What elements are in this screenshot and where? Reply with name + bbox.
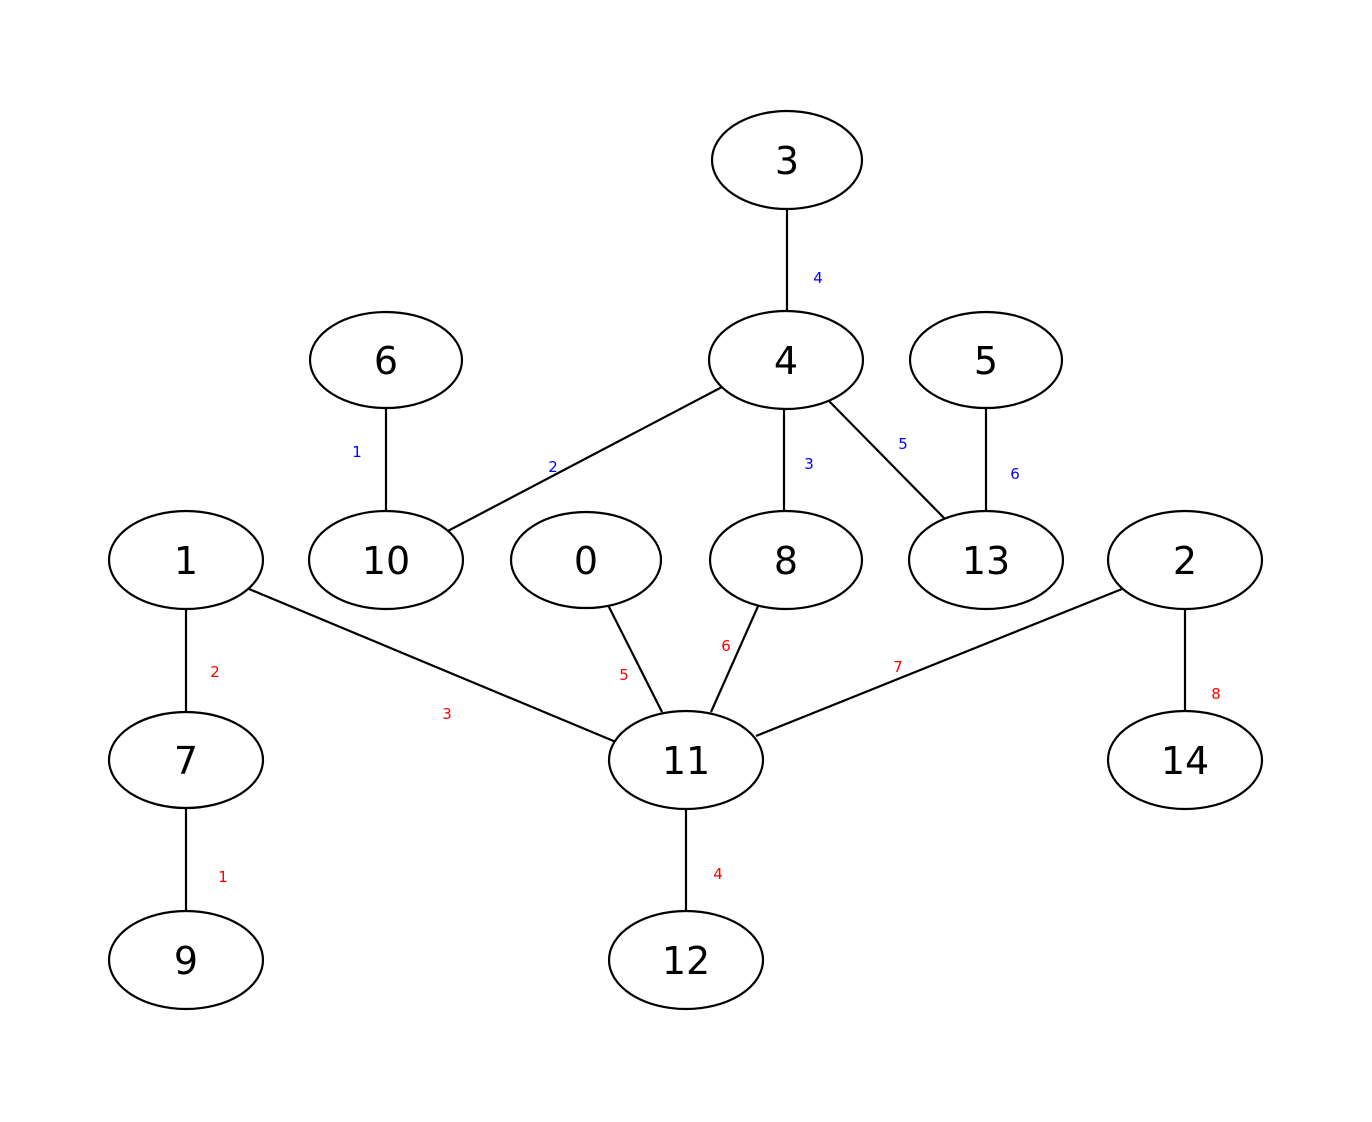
- node-ellipse[interactable]: [308, 310, 464, 410]
- node-label: 9: [174, 939, 198, 983]
- node-ellipse[interactable]: [908, 310, 1064, 410]
- edge-weight-label: 4: [713, 865, 723, 883]
- node-ellipse[interactable]: [708, 509, 864, 611]
- graph-node[interactable]: 13: [907, 509, 1065, 611]
- graph-edge: [755, 587, 1123, 738]
- graph-node[interactable]: 3: [710, 109, 864, 211]
- edge-weight-label: 3: [804, 455, 814, 473]
- node-label: 5: [974, 339, 998, 383]
- graph-node[interactable]: 14: [1106, 709, 1264, 811]
- graph-edge: [607, 604, 663, 713]
- edge-weight-label: 6: [1010, 465, 1020, 483]
- edge-weight-label: 1: [352, 443, 362, 461]
- node-ellipse[interactable]: [307, 509, 465, 611]
- graph-node[interactable]: 9: [107, 909, 265, 1011]
- node-label: 1: [174, 539, 198, 583]
- node-label: 2: [1173, 539, 1197, 583]
- node-label: 11: [662, 739, 710, 783]
- node-label: 8: [774, 539, 798, 583]
- node-label: 10: [362, 539, 410, 583]
- node-ellipse[interactable]: [1106, 709, 1264, 811]
- edge-weight-label: 6: [721, 637, 731, 655]
- graph-node[interactable]: 7: [107, 710, 265, 810]
- edge-weight-label: 7: [893, 658, 903, 676]
- node-ellipse[interactable]: [907, 509, 1065, 611]
- node-ellipse[interactable]: [107, 909, 265, 1011]
- node-label: 7: [174, 739, 198, 783]
- node-label: 0: [574, 539, 598, 583]
- node-label: 6: [374, 339, 398, 383]
- edge-weight-label: 4: [813, 269, 823, 287]
- graph-node[interactable]: 12: [607, 909, 765, 1011]
- graph-node[interactable]: 11: [607, 709, 765, 811]
- graph-node[interactable]: 1: [107, 509, 265, 611]
- node-ellipse[interactable]: [107, 710, 265, 810]
- node-ellipse[interactable]: [107, 509, 265, 611]
- node-ellipse[interactable]: [710, 109, 864, 211]
- graph-node[interactable]: 0: [509, 510, 663, 610]
- edge-weight-label: 2: [548, 458, 558, 476]
- graph-edge: [709, 603, 761, 713]
- edge-labels-layer: 1 2 3 4 5 6 1 2 3 4 5 6 7 8: [210, 269, 1221, 886]
- graph-edge: [443, 386, 723, 534]
- graph-edge: [827, 399, 949, 523]
- graph-node[interactable]: 6: [308, 310, 464, 410]
- node-label: 12: [662, 939, 710, 983]
- edges-layer: [184, 209, 1187, 911]
- node-ellipse[interactable]: [1106, 509, 1264, 611]
- node-label: 4: [774, 339, 798, 383]
- edge-weight-label: 2: [210, 663, 220, 681]
- edge-weight-label: 5: [898, 435, 908, 453]
- graph-node[interactable]: 4: [707, 309, 865, 411]
- graph-node[interactable]: 10: [307, 509, 465, 611]
- node-ellipse[interactable]: [707, 309, 865, 411]
- edge-weight-label: 5: [619, 666, 629, 684]
- node-label: 3: [775, 139, 799, 183]
- node-ellipse[interactable]: [509, 510, 663, 610]
- graph-node[interactable]: 5: [908, 310, 1064, 410]
- node-label: 13: [962, 539, 1010, 583]
- graph-edge: [248, 587, 617, 744]
- node-label: 14: [1161, 739, 1209, 783]
- edge-weight-label: 8: [1211, 685, 1221, 703]
- node-ellipse[interactable]: [607, 909, 765, 1011]
- graph-node[interactable]: 2: [1106, 509, 1264, 611]
- edge-weight-label: 1: [218, 868, 228, 886]
- node-ellipse[interactable]: [607, 709, 765, 811]
- graph-node[interactable]: 8: [708, 509, 864, 611]
- edge-weight-label: 3: [442, 705, 452, 723]
